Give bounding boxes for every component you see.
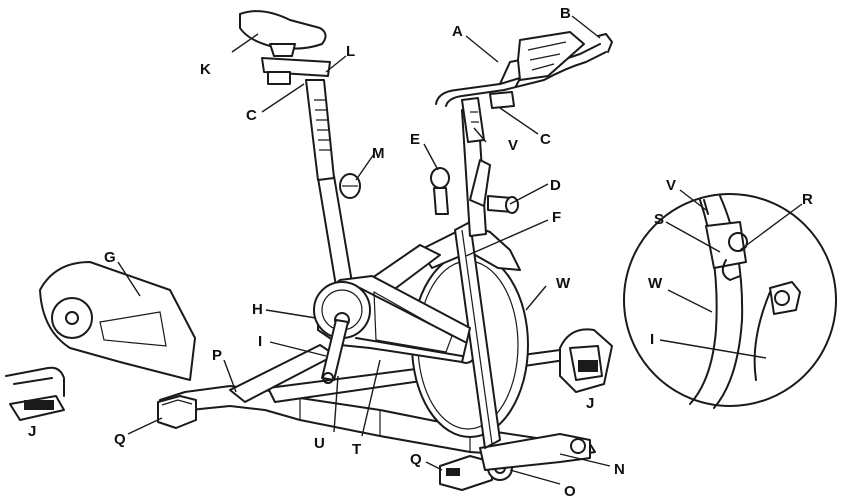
pedal-right	[560, 329, 612, 392]
label-c-seat: C	[246, 107, 257, 124]
label-w-inset: W	[648, 275, 663, 292]
label-h: H	[252, 301, 263, 318]
label-b: B	[560, 5, 571, 22]
label-a: A	[452, 23, 463, 40]
label-f: F	[552, 209, 561, 226]
pedal-left	[6, 368, 64, 420]
label-t: T	[352, 441, 361, 458]
label-j-left: J	[28, 423, 36, 440]
label-v-inset: V	[666, 177, 676, 194]
label-o: O	[564, 483, 576, 500]
label-c-handlebar: C	[540, 131, 551, 148]
chain-guard-part	[40, 262, 195, 380]
handlebar	[436, 32, 612, 106]
label-d: D	[550, 177, 561, 194]
label-q-rear: Q	[114, 431, 126, 448]
label-s: S	[654, 211, 664, 228]
label-n: N	[614, 461, 625, 478]
label-i-inset: I	[650, 331, 654, 348]
label-q-front: Q	[410, 451, 422, 468]
label-l: L	[346, 43, 355, 60]
label-k: K	[200, 61, 211, 78]
label-g: G	[104, 249, 116, 266]
label-p: P	[212, 347, 222, 364]
label-j-right: J	[586, 395, 594, 412]
handlebar-clamp	[490, 92, 514, 108]
label-e: E	[410, 131, 420, 148]
label-m: M	[372, 145, 385, 162]
pop-pin	[488, 196, 518, 213]
tension-knob	[431, 168, 449, 214]
rear-foot-cap	[158, 396, 196, 428]
label-i: I	[258, 333, 262, 350]
seat-post	[306, 80, 334, 180]
label-u: U	[314, 435, 325, 452]
label-w: W	[556, 275, 571, 292]
seat	[240, 11, 326, 56]
label-v: V	[508, 137, 518, 154]
label-r: R	[802, 191, 813, 208]
